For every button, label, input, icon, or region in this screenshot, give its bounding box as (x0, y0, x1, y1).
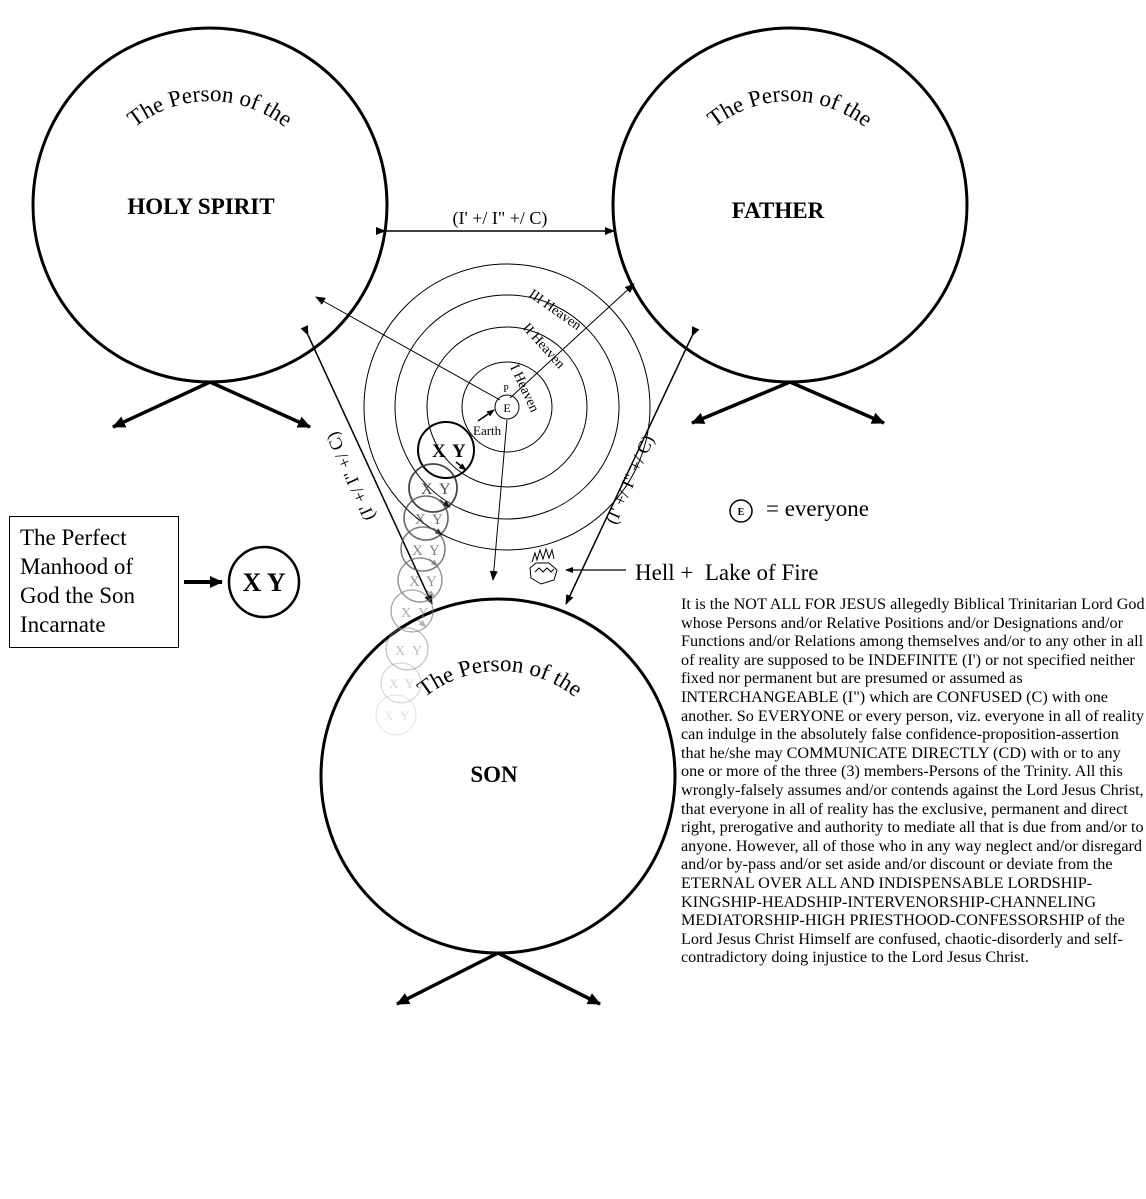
svg-text:Y: Y (429, 543, 440, 559)
center-e-label: E (503, 401, 510, 415)
stand-legs (112, 380, 885, 1006)
relation-label-left: (I' +/ I" +/ C) (322, 429, 380, 524)
father-arc-label: The Person of the (703, 81, 878, 132)
xy-circle: X Y (417, 421, 475, 479)
body-paragraph-text: It is the NOT ALL FOR JESUS allegedly Bi… (681, 595, 1145, 967)
xy-circle: X Y (385, 627, 429, 671)
xy-circle: X Y (408, 463, 458, 513)
svg-text:X: X (384, 708, 394, 723)
svg-text:Y: Y (439, 481, 451, 498)
svg-text:Y: Y (418, 606, 428, 621)
xy-circle: X Y (403, 495, 449, 541)
svg-text:X: X (415, 512, 426, 528)
svg-text:Y: Y (426, 574, 437, 590)
flame-icon (529, 547, 558, 585)
svg-text:X: X (432, 441, 446, 462)
svg-text:X: X (412, 543, 423, 559)
body-paragraph: It is the NOT ALL FOR JESUS allegedly Bi… (681, 595, 1146, 967)
manhood-xy-label: X Y (242, 568, 285, 597)
holy-spirit-name: HOLY SPIRIT (127, 194, 274, 219)
everyone-center-circle (494, 394, 520, 420)
perfect-manhood-label: The Perfect Manhood of God the Son Incar… (20, 525, 135, 637)
hell-lake-of-fire-label: Hell + Lake of Fire (635, 560, 819, 585)
svg-text:X: X (409, 574, 420, 590)
svg-text:Y: Y (452, 441, 466, 462)
svg-text:Y: Y (432, 512, 443, 528)
svg-text:X: X (421, 481, 433, 498)
center-p-label: P (503, 384, 509, 395)
xy-circle: X Y (397, 557, 443, 603)
xy-circle: X Y (375, 694, 417, 736)
svg-text:Y: Y (405, 676, 415, 691)
earth-label: Earth (473, 423, 502, 438)
xy-chain: X Y X Y X Y X Y X Y (375, 421, 475, 736)
legend-e-circle (729, 499, 753, 523)
legend-e-symbol: E (738, 507, 745, 518)
perfect-manhood-box: The Perfect Manhood of God the Son Incar… (9, 516, 179, 648)
svg-text:X: X (401, 606, 411, 621)
holy-spirit-arc-label: The Person of the (123, 81, 298, 132)
manhood-xy-circle (227, 545, 301, 619)
xy-circle: X Y (390, 589, 434, 633)
legend-everyone-text: = everyone (766, 496, 870, 521)
svg-text:X: X (395, 644, 405, 659)
relation-label-right: (I' +/ I" +/ C) (601, 432, 659, 527)
center-arrows (315, 283, 635, 581)
relation-label-top: (I' +/ I" +/ C) (453, 208, 548, 229)
son-arc-label: The Person of the (413, 651, 588, 702)
xy-circle: X Y (380, 662, 422, 704)
xy-circle: X Y (400, 526, 446, 572)
father-name: FATHER (732, 198, 825, 223)
svg-text:Y: Y (400, 708, 410, 723)
heaven-label-2: II Heaven (519, 321, 567, 372)
earth-arrow (477, 409, 495, 422)
svg-text:X: X (389, 676, 399, 691)
son-name: SON (470, 762, 518, 787)
heaven-label-1: I Heaven (506, 362, 541, 414)
svg-text:Y: Y (412, 644, 422, 659)
